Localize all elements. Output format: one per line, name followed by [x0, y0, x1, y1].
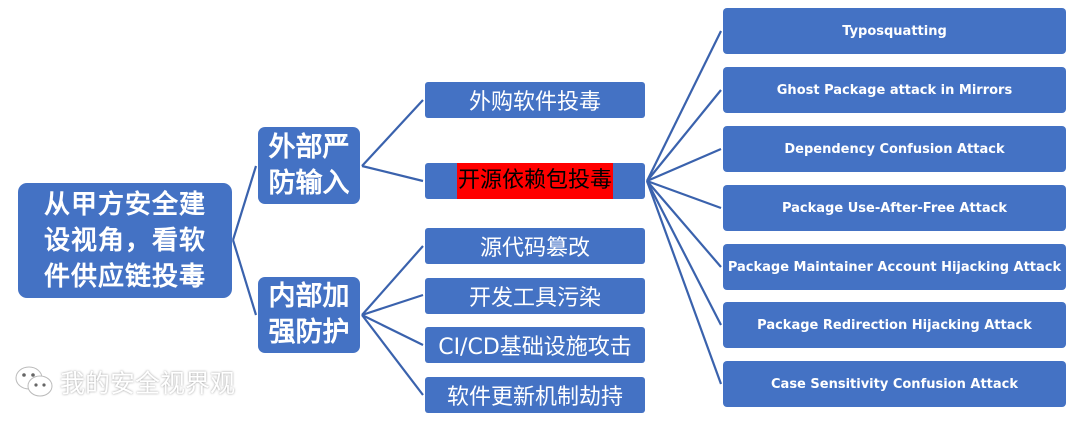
root-node: 从甲方安全建 设视角，看软 件供应链投毒 [18, 183, 232, 298]
connector-internal-child-2 [361, 314, 424, 346]
highlighted-node-label: 开源依赖包投毒 [456, 163, 613, 199]
node-label: 软件更新机制劫持 [446, 385, 623, 410]
branch-line: 内部加 [268, 281, 350, 312]
attack-label: Dependency Confusion Attack [784, 141, 1005, 157]
attack-label: Package Maintainer Account Hijacking Att… [727, 259, 1062, 275]
attack-label: Package Redirection Hijacking Attack [757, 317, 1032, 333]
node-dev-tool-contamination: 开发工具污染 [425, 278, 645, 314]
branch-line: 外部严 [268, 131, 350, 163]
attack-label: Ghost Package attack in Mirrors [776, 82, 1013, 98]
connector-external-purchased [361, 99, 424, 167]
connector-open-source-attack-1 [646, 89, 722, 182]
root-line: 从甲方安全建 [43, 189, 206, 220]
attack-label: Typosquatting [842, 23, 947, 39]
watermark-text: 我的安全视界观 [60, 369, 236, 398]
wechat-icon [15, 366, 53, 397]
root-line: 设视角，看软 [43, 225, 206, 256]
connector-external-open-source [361, 164, 424, 183]
attack-ghost-package-mirrors: Ghost Package attack in Mirrors [723, 67, 1066, 113]
connector-root-external [231, 165, 258, 241]
attack-package-redirection-hijacking: Package Redirection Hijacking Attack [723, 302, 1066, 348]
connector-open-source-attack-3 [646, 179, 722, 210]
attack-maintainer-account-hijacking: Package Maintainer Account Hijacking Att… [723, 244, 1066, 290]
node-software-update-hijacking: 软件更新机制劫持 [425, 377, 645, 413]
node-cicd-infrastructure-attack: CI/CD基础设施攻击 [425, 327, 645, 363]
node-label: 外购软件投毒 [468, 90, 601, 115]
attack-dependency-confusion: Dependency Confusion Attack [723, 126, 1066, 172]
connector-open-source-attack-5 [646, 180, 722, 326]
connector-open-source-attack-0 [646, 30, 722, 182]
branch-line: 防输入 [268, 167, 350, 199]
node-label: CI/CD基础设施攻击 [438, 335, 632, 360]
branch-internal-defense: 内部加 强防护 [258, 277, 360, 353]
connector-open-source-attack-6 [645, 180, 723, 385]
connector-internal-child-3 [361, 314, 424, 396]
root-line: 件供应链投毒 [43, 261, 206, 292]
connector-root-internal [231, 239, 258, 316]
attack-case-sensitivity-confusion: Case Sensitivity Confusion Attack [723, 361, 1066, 407]
attack-label: Package Use-After-Free Attack [781, 200, 1008, 216]
node-purchased-software-poisoning: 外购软件投毒 [425, 82, 645, 118]
node-label: 源代码篡改 [479, 236, 590, 261]
branch-line: 强防护 [268, 317, 350, 348]
branch-external-defense: 外部严 防输入 [258, 127, 360, 204]
connector-internal-child-1 [361, 293, 424, 317]
attack-typosquatting: Typosquatting [723, 8, 1066, 54]
node-open-source-dependency-poisoning: 开源依赖包投毒 [425, 163, 645, 199]
connector-open-source-attack-2 [646, 147, 722, 183]
connector-open-source-attack-4 [646, 180, 722, 268]
connector-internal-child-0 [361, 245, 424, 316]
watermark: 我的安全视界观 [14, 364, 235, 400]
attack-label: Case Sensitivity Confusion Attack [771, 376, 1018, 392]
node-label: 开发工具污染 [468, 286, 601, 311]
node-source-code-tampering: 源代码篡改 [425, 228, 645, 264]
attack-package-use-after-free: Package Use-After-Free Attack [723, 185, 1066, 231]
